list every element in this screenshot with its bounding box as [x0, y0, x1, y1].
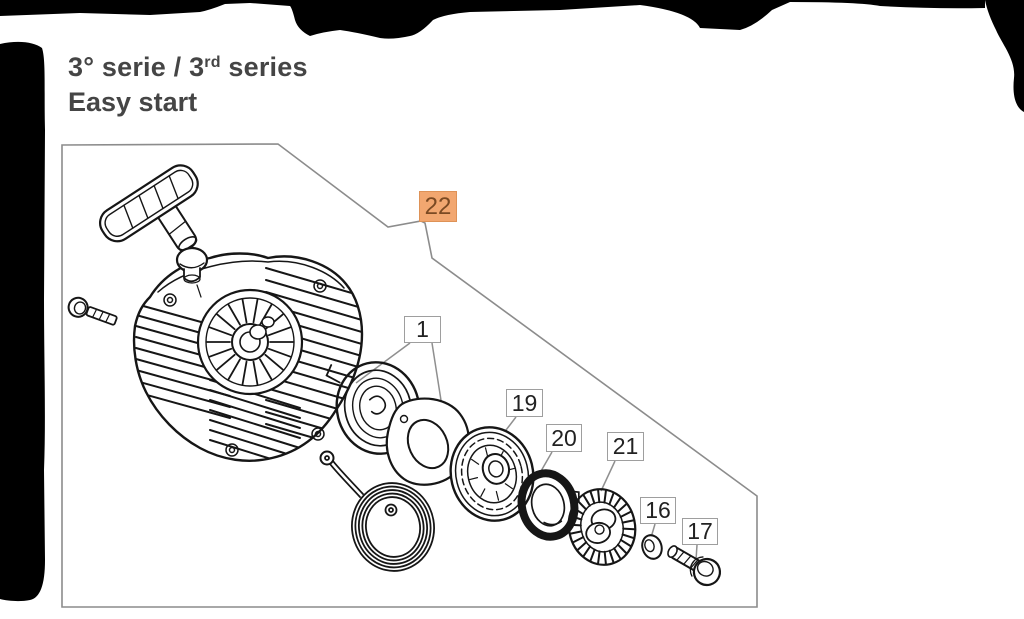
callout-19: 19	[506, 389, 543, 417]
leader-21	[600, 460, 616, 492]
ratchet-wheel	[567, 488, 637, 566]
torn-edge-left	[0, 41, 45, 602]
torn-edge-top	[0, 0, 985, 39]
series-title: 3° serie / 3rd series	[68, 52, 308, 82]
starter-handle	[99, 164, 199, 252]
callout-20: 20	[546, 424, 582, 452]
torn-edge-top-right	[985, 0, 1024, 112]
starter-pulley	[449, 426, 535, 522]
easy-start-subtitle: Easy start	[68, 87, 198, 117]
callout-22-highlighted: 22	[419, 191, 457, 222]
spring-cover-plate	[385, 397, 470, 486]
callout-21: 21	[607, 432, 644, 461]
starter-housing	[132, 252, 364, 462]
housing-bosses	[163, 279, 327, 457]
housing-fan	[196, 288, 304, 396]
starter-rope	[319, 450, 435, 572]
housing-screw	[67, 296, 118, 326]
page-header: 3° serie / 3rd series Easy start	[68, 52, 308, 118]
callout-1: 1	[404, 316, 441, 343]
callout-17: 17	[682, 518, 718, 545]
friction-spring-ring	[517, 469, 580, 541]
ordinal-superscript: rd	[204, 54, 221, 71]
rope-eyelet	[319, 450, 335, 466]
kit-frame	[61, 143, 758, 608]
torn-scan-edges	[0, 0, 1024, 602]
handle-knob	[175, 246, 209, 298]
washer	[641, 534, 663, 560]
callout-16: 16	[640, 497, 676, 524]
leader-17	[695, 544, 698, 561]
pulley-screw	[667, 545, 722, 587]
